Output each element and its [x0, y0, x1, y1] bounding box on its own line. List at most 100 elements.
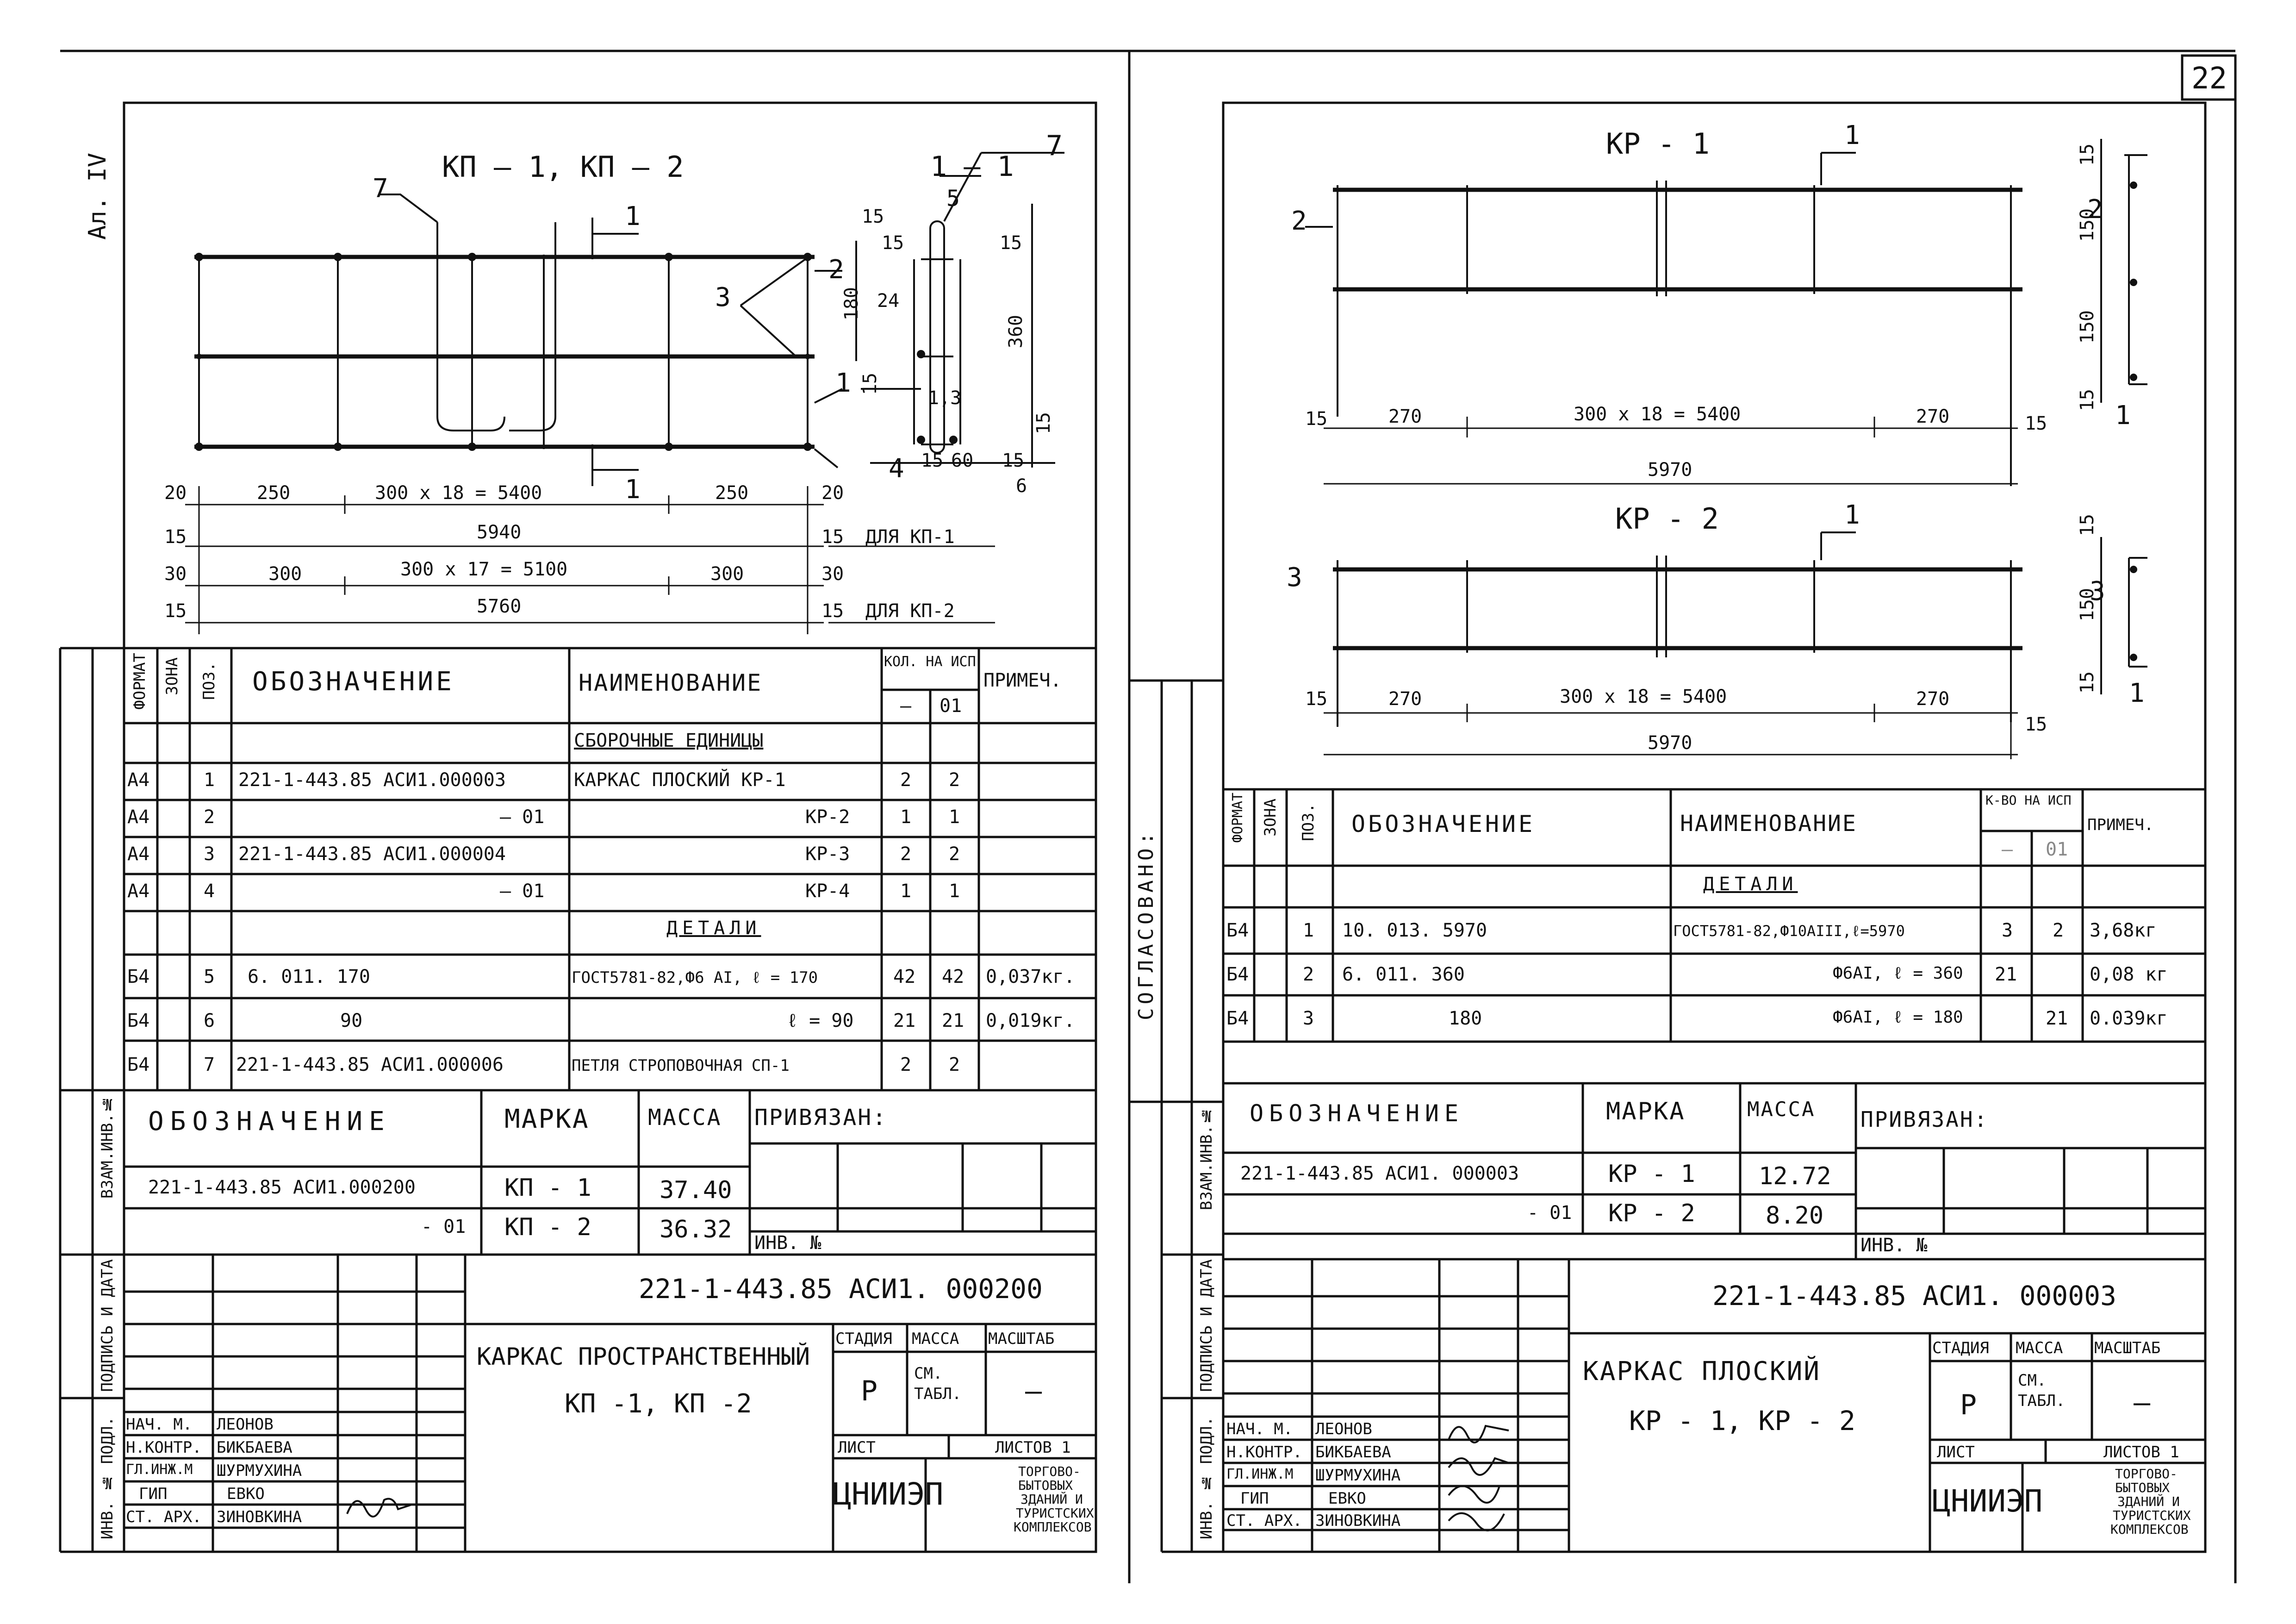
r-dim: 270 — [1388, 688, 1422, 710]
col-qty-a: – — [900, 695, 912, 717]
dim: 30 — [164, 563, 187, 585]
r-row2-pos: 2 — [1303, 964, 1314, 985]
row3-q1: 2 — [900, 843, 912, 865]
sheet: ЛИСТ — [838, 1438, 876, 1457]
r-side-dim: 150 — [2077, 310, 2098, 344]
margin-label: Ал. IV — [84, 153, 112, 240]
staff-name: ЕВКО — [227, 1485, 265, 1503]
row7-q2: 2 — [949, 1054, 960, 1075]
r-side-dim: 15 — [2077, 389, 2098, 412]
row5-pos: 5 — [204, 966, 215, 987]
r-h-stage: СТАДИЯ — [1932, 1339, 1989, 1357]
r-scale: — — [2134, 1387, 2151, 1419]
left-section-title: 1 – 1 — [930, 150, 1014, 183]
marks-h-des: ОБОЗНАЧЕНИЕ — [148, 1106, 391, 1137]
row1-des: 221-1-443.85 АСИ1.000003 — [238, 769, 506, 791]
sec-dim: 15 — [862, 206, 884, 227]
r-callout: 2 — [2087, 194, 2103, 225]
r-callout: 1 — [1844, 120, 1860, 150]
callout-7: 7 — [373, 174, 388, 204]
row3-name: КР-3 — [805, 843, 850, 865]
title-name2: КП -1, КП -2 — [565, 1389, 752, 1419]
r-staff-role: НАЧ. М. — [1226, 1420, 1293, 1438]
marks-row2-mark: КП - 2 — [504, 1213, 591, 1241]
row4-q1: 1 — [900, 881, 912, 902]
dim: 300 — [268, 563, 302, 585]
r-total: 5970 — [1648, 732, 1692, 754]
row1-pos: 1 — [204, 769, 215, 791]
row5-name: ГОСТ5781-82,Ф6 АI, ℓ = 170 — [572, 968, 818, 987]
r-row3-note: 0.039кг — [2090, 1008, 2168, 1029]
col-qty-b: 01 — [940, 695, 962, 717]
r-sheet: ЛИСТ — [1937, 1443, 1975, 1462]
r-marks-row2-mass: 8.20 — [1766, 1202, 1824, 1230]
row7-name: ПЕТЛЯ СТРОПОВОЧНАЯ СП-1 — [572, 1056, 790, 1075]
r-staff-name: ЕВКО — [1328, 1489, 1366, 1508]
dim: 15 — [821, 526, 844, 548]
r-staff-role: Н.КОНТР. — [1226, 1443, 1302, 1462]
r-col-pos: ПОЗ. — [1299, 803, 1318, 841]
row5-fmt: Б4 — [127, 966, 150, 987]
r-col-zone: ЗОНА — [1261, 799, 1280, 837]
marks-row2-mass: 36.32 — [660, 1216, 732, 1243]
sec-dim: 15 — [859, 373, 881, 395]
side-label: ВЗАМ.ИНВ.№ — [98, 1095, 117, 1199]
dim: 300 x 17 = 5100 — [400, 559, 568, 580]
r-row1-pos: 1 — [1303, 920, 1314, 941]
staff-name: БИКБАЕВА — [217, 1438, 292, 1457]
row6-des: 90 — [340, 1010, 363, 1031]
scale: — — [1025, 1375, 1042, 1407]
r-side-dim: 15 — [2077, 514, 2098, 537]
r-staff-name: БИКБАЕВА — [1315, 1443, 1391, 1462]
r-col-qty: К-ВО НА ИСП — [1985, 793, 2072, 808]
row7-des: 221-1-443.85 АСИ1.000006 — [236, 1054, 504, 1075]
r-side-dim: 150 — [2077, 208, 2098, 242]
r-marks-h-bound: ПРИВЯЗАН: — [1860, 1107, 1989, 1132]
sheets: ЛИСТОВ 1 — [995, 1438, 1071, 1457]
row6-q1: 21 — [893, 1010, 916, 1031]
r-total: 5970 — [1648, 459, 1692, 481]
r-staff-role: ГЛ.ИНЖ.М — [1226, 1466, 1294, 1482]
r-row3-q2: 21 — [2046, 1008, 2068, 1029]
page-number: 22 — [2191, 62, 2228, 96]
dim: 20 — [821, 482, 844, 504]
row3-des: 221-1-443.85 АСИ1.000004 — [238, 843, 506, 865]
staff-name: ЗИНОВКИНА — [217, 1508, 302, 1526]
r-staff-role: СТ. АРХ. — [1226, 1512, 1302, 1530]
r-org-logo: ЦНИИЭП — [1932, 1483, 2043, 1519]
r-dim: 270 — [1916, 688, 1950, 710]
col-name: НАИМЕНОВАНИЕ — [579, 669, 763, 696]
inv-number: ИНВ. № — [754, 1232, 821, 1254]
r-row2-q1: 21 — [1995, 964, 2017, 985]
r-callout: 3 — [2090, 576, 2105, 606]
dim: 250 — [257, 482, 291, 504]
org-desc-1: ТОРГОВО- — [1018, 1464, 1081, 1479]
r-side-label: ИНВ. № ПОДЛ. — [1197, 1417, 1216, 1540]
sec-dim: 360 — [1005, 315, 1027, 349]
col-qty: КОЛ. НА ИСП — [884, 654, 976, 670]
r-title-name1: КАРКАС ПЛОСКИЙ — [1583, 1356, 1821, 1387]
row2-pos: 2 — [204, 806, 215, 828]
r-marks-h-des: ОБОЗНАЧЕНИЕ — [1250, 1100, 1464, 1127]
r-staff-name: ЛЕОНОВ — [1315, 1420, 1372, 1438]
r-row3-des: 180 — [1449, 1008, 1482, 1029]
staff-role: ГИП — [139, 1485, 168, 1503]
sec-dim: 24 — [877, 290, 900, 312]
col-note: ПРИМЕЧ. — [983, 670, 1062, 691]
row3-q2: 2 — [949, 843, 960, 865]
section-mark-b: 1 — [625, 475, 641, 505]
callout-4: 4 — [889, 454, 904, 484]
side-label: ИНВ. № ПОДЛ. — [98, 1417, 117, 1540]
row1-q2: 2 — [949, 769, 960, 791]
r-side-dim: 150 — [2077, 588, 2098, 622]
r-col-qty-a: – — [2002, 839, 2013, 860]
r-side-dim: 15 — [2077, 144, 2098, 166]
row4-pos: 4 — [204, 881, 215, 902]
r-row1-des: 10. 013. 5970 — [1342, 920, 1487, 941]
callout-1: 1 — [835, 368, 851, 398]
r-staff-role: ГИП — [1240, 1489, 1269, 1508]
r-side-dim: 15 — [2077, 671, 2098, 694]
org-logo: ЦНИИЭП — [833, 1476, 944, 1512]
org-desc-2: БЫТОВЫХ — [1018, 1478, 1073, 1493]
r-row3-pos: 3 — [1303, 1008, 1314, 1029]
